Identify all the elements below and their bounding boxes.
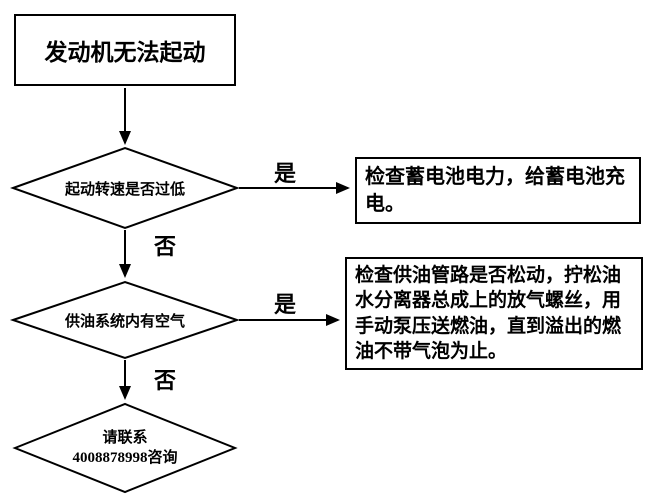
end-node: 请联系 4008878998咨询 xyxy=(25,410,225,486)
decision1-diamond-shape xyxy=(10,146,240,230)
start-node-label: 发动机无法起动 xyxy=(44,40,206,65)
action1-label: 检查蓄电池电力，给蓄电池充电。 xyxy=(365,165,625,215)
decision2-label: 供油系统内有空气 xyxy=(64,313,185,330)
action2-label: 检查供油管路是否松动，拧松油水分离器总成上的放气螺丝，用手动泵压送燃油，直到溢出… xyxy=(355,265,622,362)
decision2-no-label: 否 xyxy=(154,363,176,395)
decision1-yes-label: 是 xyxy=(274,156,296,188)
end-node-line2: 4008878998咨询 xyxy=(72,450,178,466)
end-node-line1: 请联系 xyxy=(102,429,148,446)
decision1-node: 起动转速是否过低 xyxy=(23,152,227,224)
start-node: 发动机无法起动 xyxy=(14,14,236,86)
decision2-diamond-shape xyxy=(9,280,241,360)
yes-text: 是 xyxy=(274,161,297,186)
decision2-node: 供油系统内有空气 xyxy=(23,286,227,354)
decision2-yes-label: 是 xyxy=(274,287,296,319)
end-diamond-shape xyxy=(12,402,238,494)
decision1-label: 起动转速是否过低 xyxy=(64,181,185,198)
action1-node: 检查蓄电池电力，给蓄电池充电。 xyxy=(355,157,641,224)
no-text: 否 xyxy=(154,368,177,393)
action2-node: 检查供油管路是否松动，拧松油水分离器总成上的放气螺丝，用手动泵压送燃油，直到溢出… xyxy=(345,257,643,370)
decision1-no-label: 否 xyxy=(154,229,176,261)
yes-text: 是 xyxy=(274,292,297,317)
no-text: 否 xyxy=(154,234,177,259)
